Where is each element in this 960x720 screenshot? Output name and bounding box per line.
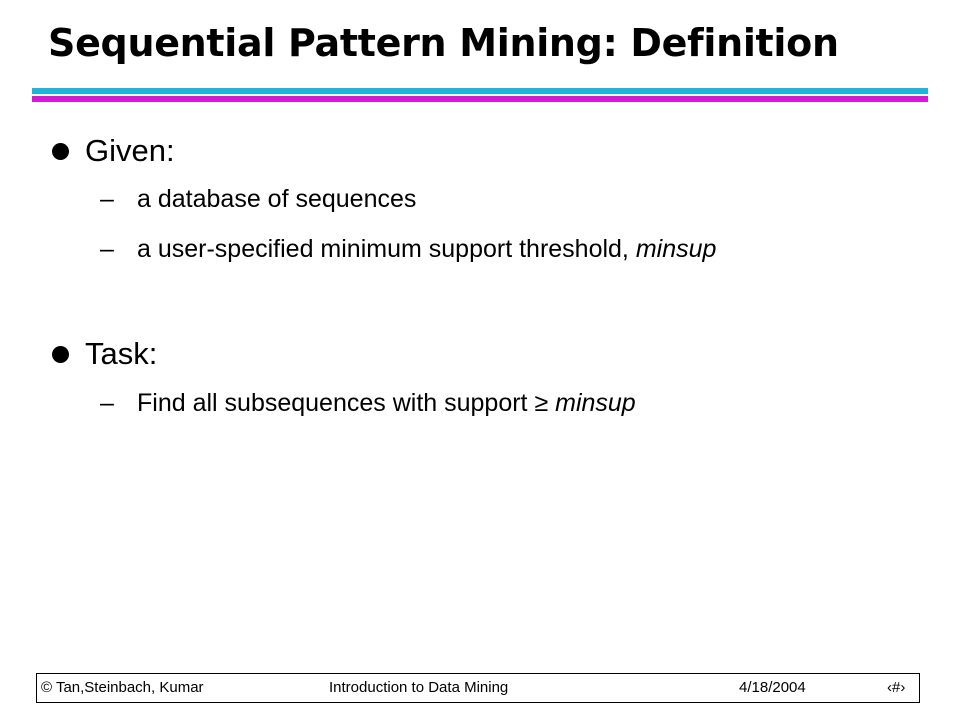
title-rule-cyan — [32, 88, 928, 94]
footer-page-number: ‹#› — [887, 679, 906, 696]
dash-marker: – — [100, 389, 114, 417]
title-rule-magenta — [32, 96, 928, 102]
sub-bullet-minsup-threshold: – a user-specified minimum support thres… — [100, 232, 716, 266]
footer-authors: © Tan,Steinbach, Kumar — [41, 679, 204, 696]
bullet-label: Task: — [85, 336, 158, 371]
bullet-dot-icon — [52, 345, 69, 363]
bullet-dot-icon — [52, 142, 69, 160]
slide-footer: © Tan,Steinbach, Kumar Introduction to D… — [36, 673, 920, 703]
sub-bullet-emphasis: minsup — [555, 389, 636, 417]
dash-marker: – — [100, 235, 114, 263]
sub-bullet-text: Find all subsequences with support ≥ — [137, 389, 556, 417]
footer-book-title: Introduction to Data Mining — [329, 679, 509, 696]
bullet-given: Given: — [52, 131, 175, 171]
dash-marker: – — [100, 185, 114, 213]
sub-bullet-text: a user-specified minimum support thresho… — [137, 235, 636, 263]
sub-bullet-emphasis: minsup — [635, 235, 717, 263]
footer-date: 4/18/2004 — [739, 679, 806, 696]
bullet-task: Task: — [52, 334, 157, 374]
bullet-label: Given: — [85, 133, 175, 168]
sub-bullet-text: a database of sequences — [137, 185, 417, 213]
slide-title: Sequential Pattern Mining: Definition — [48, 21, 839, 65]
sub-bullet-database: – a database of sequences — [100, 182, 416, 216]
sub-bullet-find-subsequences: – Find all subsequences with support ≥ m… — [100, 386, 636, 420]
title-rule-gap — [32, 94, 928, 96]
